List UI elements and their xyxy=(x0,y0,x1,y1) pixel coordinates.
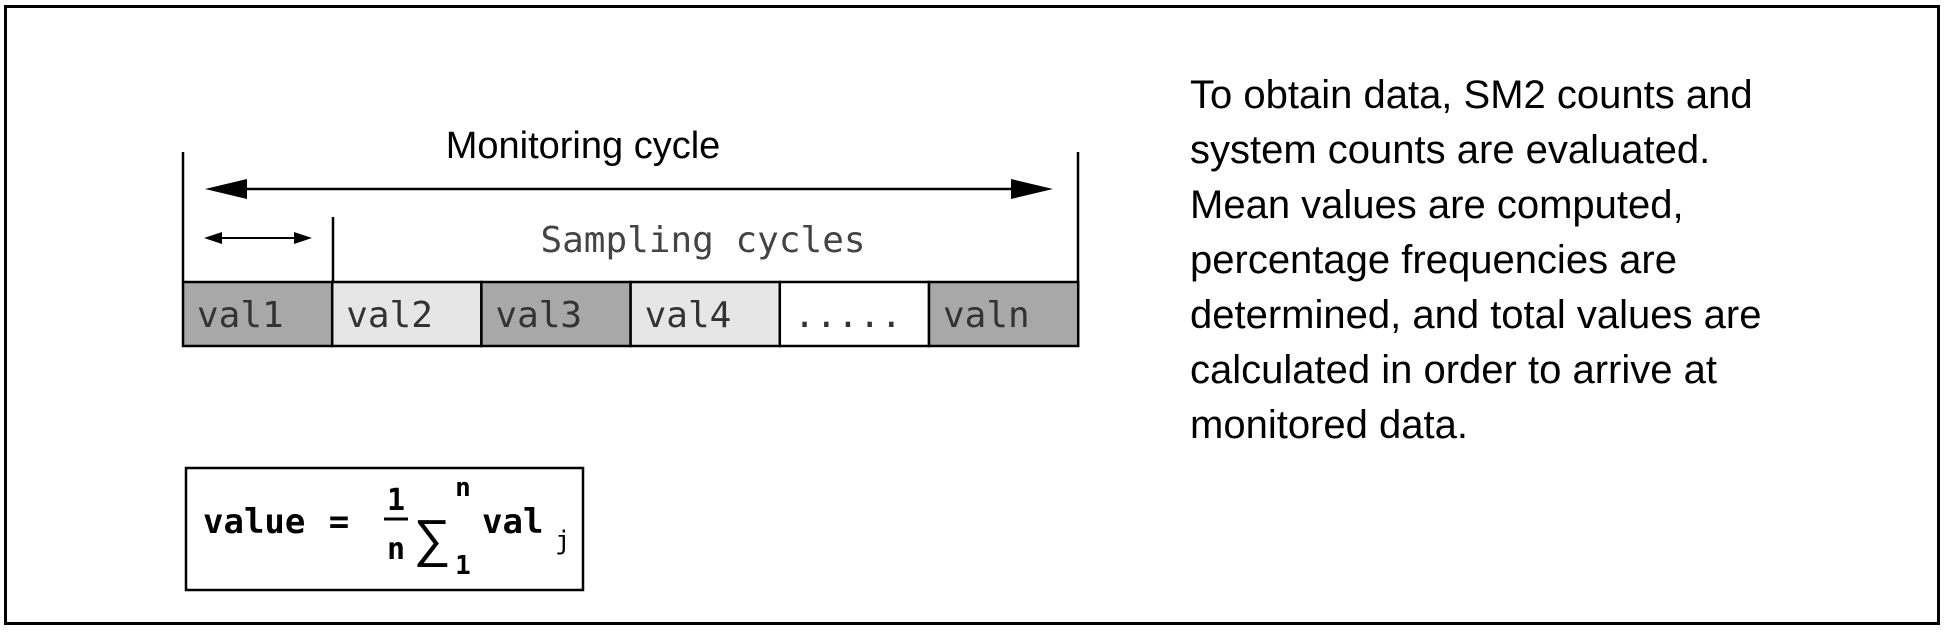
sum-upper-limit: n xyxy=(455,473,471,503)
sampling-cycle-arrow xyxy=(204,232,312,244)
monitoring-cycle-arrow xyxy=(205,179,1053,199)
value-cell-label: ..... xyxy=(794,295,902,336)
value-cell-label: val1 xyxy=(197,295,284,336)
formula-lhs: value xyxy=(203,502,305,542)
value-cell-label: val2 xyxy=(346,295,433,336)
formula-equals: = xyxy=(329,502,349,542)
description-text: To obtain data, SM2 counts and system cou… xyxy=(1190,68,1890,453)
formula-term: val xyxy=(482,502,543,542)
value-cell-label: val4 xyxy=(645,295,732,336)
description-line: determined, and total values are xyxy=(1190,293,1762,337)
value-cells: val1 val2 val3 val4..... valn xyxy=(181,280,1080,348)
description-line: monitored data. xyxy=(1190,403,1468,447)
formula-box xyxy=(184,466,585,592)
sum-lower-limit: 1 xyxy=(455,551,471,581)
mean-formula: value = 1 n ∑ n 1 val j xyxy=(184,466,585,592)
description-line: Mean values are computed, xyxy=(1190,183,1684,227)
value-cell-label: valn xyxy=(943,295,1030,336)
sampling-cycles-label: Sampling cycles xyxy=(540,220,865,261)
value-cell xyxy=(480,280,632,348)
formula-subscript: j xyxy=(555,526,571,556)
sum-symbol: ∑ xyxy=(413,510,450,568)
value-cell-label: val3 xyxy=(495,295,582,336)
description-line: system counts are evaluated. xyxy=(1190,128,1711,172)
description-line: calculated in order to arrive at xyxy=(1190,348,1717,392)
description-line: To obtain data, SM2 counts and xyxy=(1190,73,1753,117)
monitoring-cycle-label: Monitoring cycle xyxy=(446,125,721,167)
formula-numerator: 1 xyxy=(387,483,405,518)
formula-denominator: n xyxy=(387,532,405,567)
value-cell xyxy=(927,280,1080,348)
description-line: percentage frequencies are xyxy=(1190,238,1677,282)
